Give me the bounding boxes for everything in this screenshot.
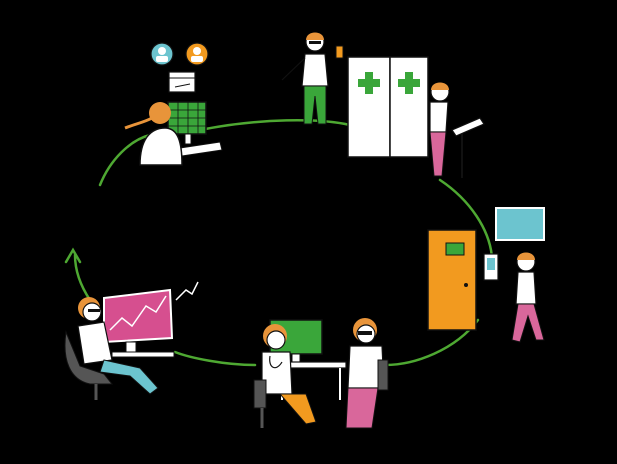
analyst-glasses (88, 309, 100, 312)
analyst-pants (99, 359, 159, 395)
pharmacist-phone (335, 45, 344, 59)
analysis-monitor-stand (125, 341, 137, 353)
doctor-head (266, 330, 286, 350)
booking-calendar-grid (168, 102, 206, 134)
walking-person-pants (511, 303, 545, 343)
doctor-avatar-head (158, 47, 166, 55)
chart-screen-icon (103, 288, 174, 344)
chart-screen-trend (109, 295, 167, 331)
patient-glasses (358, 331, 372, 335)
growth-arrow-icon (175, 281, 199, 301)
consult-monitor-stand (291, 353, 301, 363)
booking-person-hair (149, 102, 171, 124)
analyst-shirt (77, 321, 113, 365)
pharmacist-arm (281, 57, 306, 81)
medical-cross-icon-2 (398, 72, 420, 94)
patient-avatar-head (193, 47, 201, 55)
calendar-icon (168, 71, 196, 93)
wall-screen-icon (495, 207, 545, 241)
analysis-desk (111, 351, 175, 358)
pharmacist-hair (306, 32, 324, 40)
cycle-segment-2 (198, 119, 352, 132)
visitor-pants (429, 131, 447, 177)
cycle-arrow-head (64, 247, 82, 264)
patient-pants (345, 387, 379, 429)
booking-person-body (139, 127, 183, 166)
patient-chair-back (377, 359, 389, 391)
kiosk-screen (451, 117, 485, 137)
calendar-check-line (174, 83, 191, 88)
cycle-segment-5 (173, 350, 257, 367)
visitor-hair (431, 82, 449, 90)
scene-pharmacy-checkin (281, 32, 485, 178)
cycle-segment-1 (98, 133, 152, 187)
booking-person-ponytail (124, 116, 153, 130)
door-sign (445, 242, 465, 256)
walking-person-hair (517, 252, 535, 260)
stethoscope-icon (269, 355, 283, 369)
cycle-segment-6 (73, 253, 92, 302)
patient-avatar-body (191, 56, 203, 62)
pharmacist-pants (303, 85, 327, 125)
medical-cross-icon (358, 72, 380, 94)
scene-consultation (253, 318, 389, 429)
scene-online-booking (124, 42, 223, 166)
door-handle (464, 283, 468, 287)
scene-waiting-room (427, 207, 545, 343)
cycle-segment-3 (438, 178, 494, 260)
analyst-chair (64, 330, 114, 385)
walking-person-shirt (515, 271, 537, 305)
pharmacist-shirt (301, 53, 329, 87)
booking-monitor-stand (184, 133, 192, 145)
doctor-avatar-body (156, 56, 168, 62)
wall-tablet-screen (487, 258, 495, 270)
doctor-pants (278, 393, 317, 425)
pharmacist-glasses (309, 41, 321, 44)
doctor-chair-back (253, 379, 267, 409)
visitor-shirt (429, 101, 449, 133)
scene-data-analysis (64, 281, 199, 400)
